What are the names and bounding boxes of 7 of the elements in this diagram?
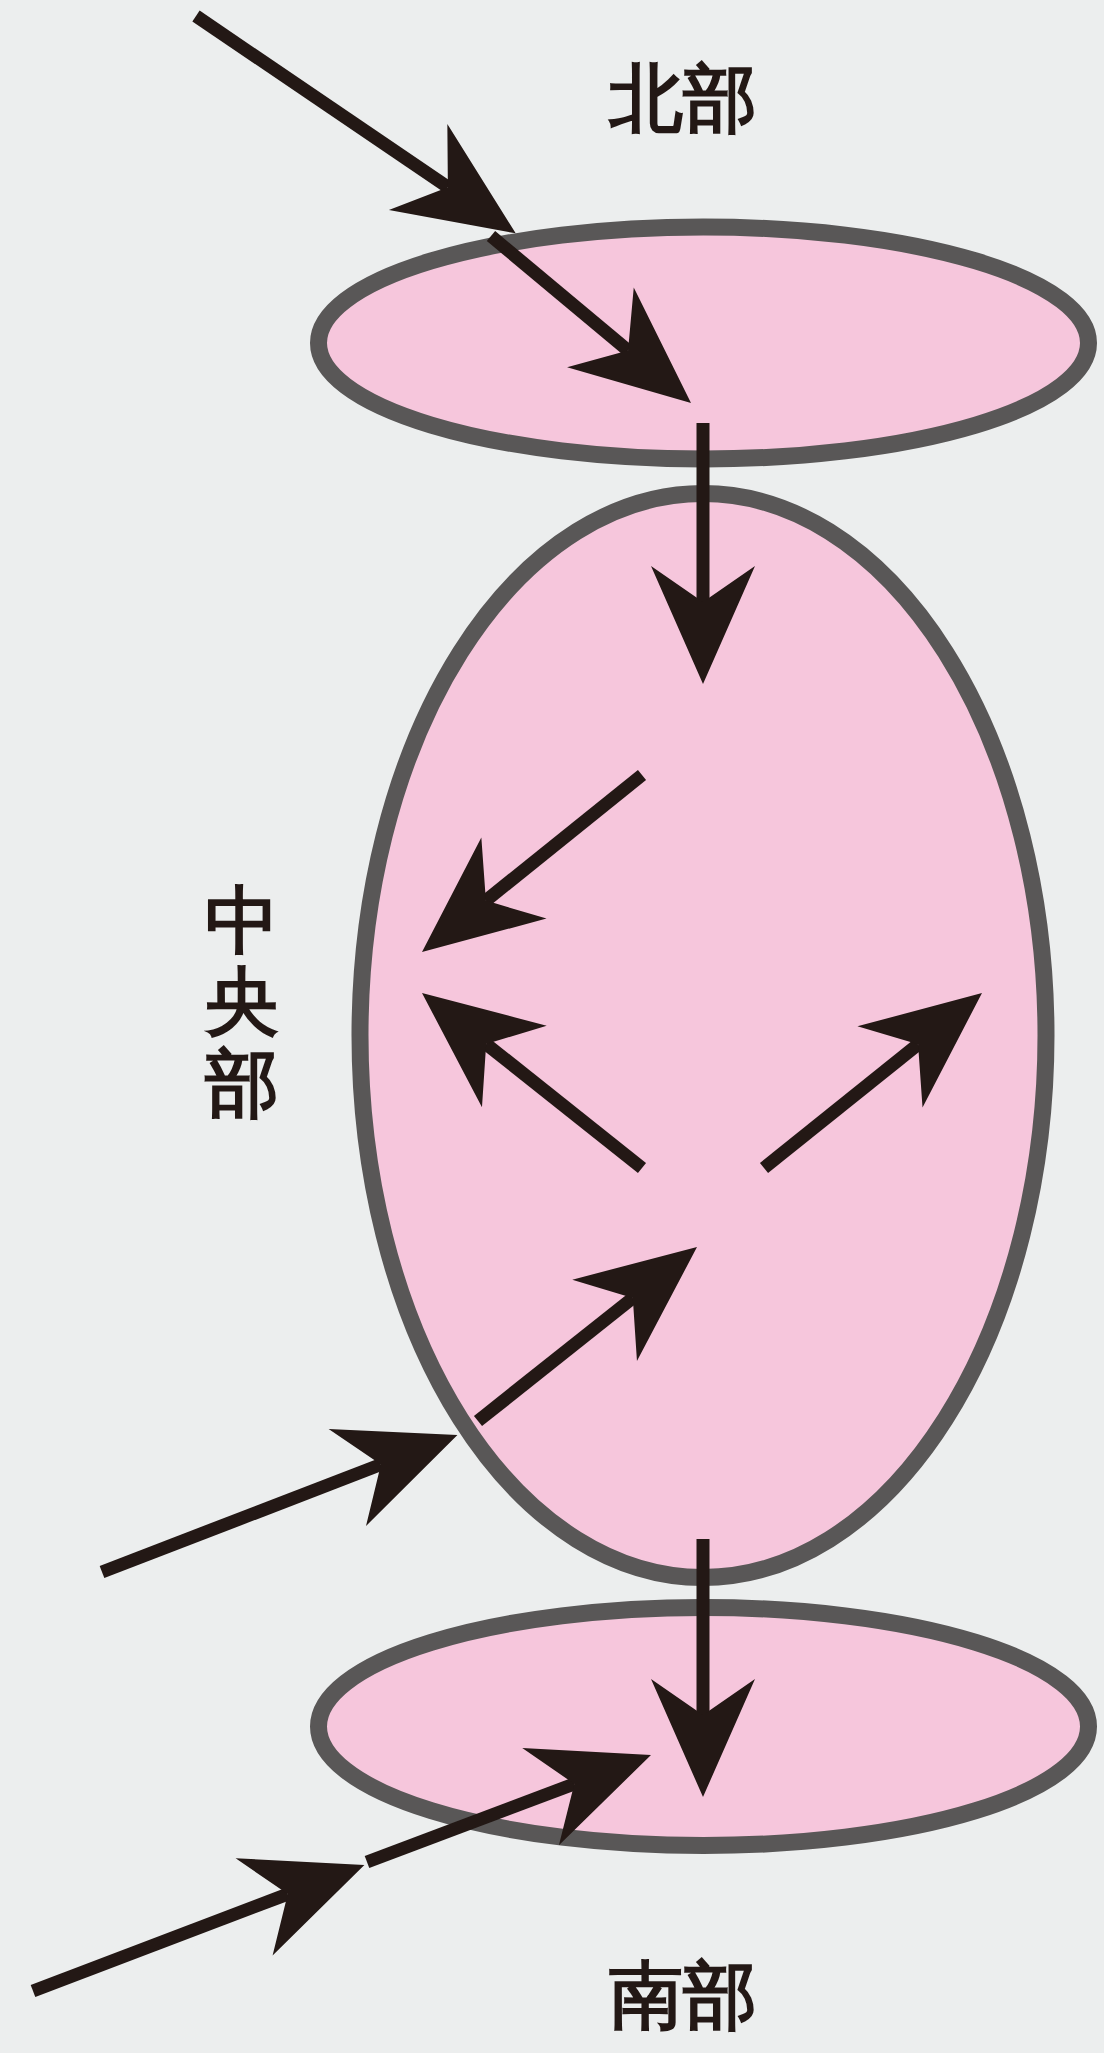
arrow (30, 1858, 365, 1998)
arrow (192, 10, 516, 234)
region-label: 南部 (609, 1955, 757, 2037)
region-label: 中央部 (205, 880, 279, 1125)
region-label: 北部 (609, 58, 757, 140)
arrow (651, 1539, 755, 1797)
arrow (99, 1428, 458, 1579)
